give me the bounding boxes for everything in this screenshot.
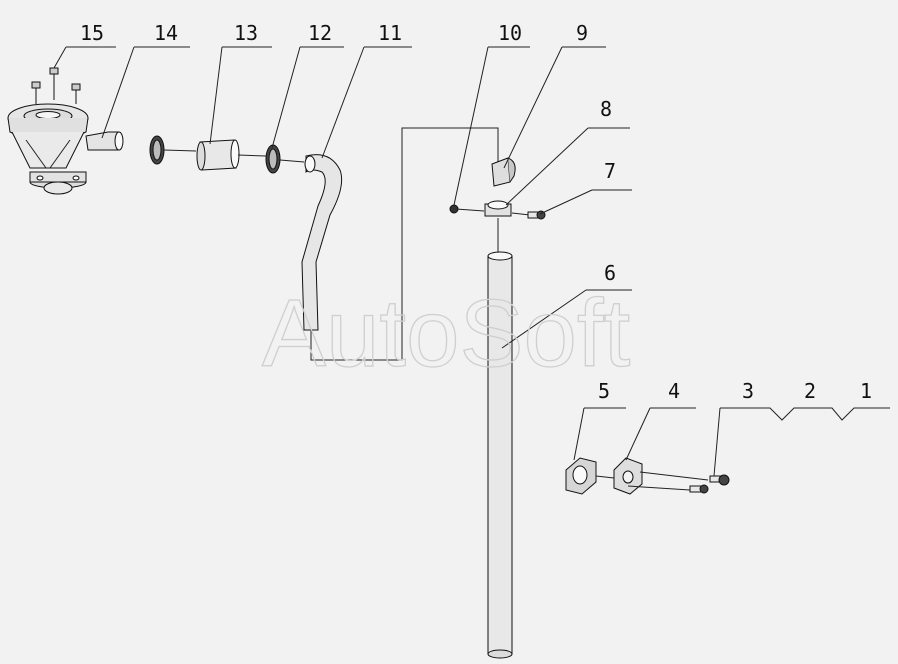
leader-lines bbox=[53, 46, 890, 477]
callout-labels: 15 14 13 12 11 10 9 8 7 6 5 4 3 2 1 bbox=[80, 21, 872, 403]
bracket-part bbox=[491, 157, 516, 187]
bolt-parts bbox=[31, 67, 81, 104]
hose-clamp-right bbox=[265, 144, 281, 174]
flange-bolts bbox=[689, 474, 730, 494]
housing-assembly bbox=[7, 103, 124, 195]
bent-hose bbox=[301, 154, 343, 331]
nut-part bbox=[449, 204, 459, 214]
callout-11: 11 bbox=[378, 21, 402, 45]
callout-4: 4 bbox=[668, 379, 680, 403]
pipe-clamp bbox=[484, 200, 512, 217]
sleeve-part bbox=[196, 139, 240, 171]
callout-3: 3 bbox=[742, 379, 754, 403]
callout-12: 12 bbox=[308, 21, 332, 45]
hose-clamp-left bbox=[149, 135, 165, 165]
callout-13: 13 bbox=[234, 21, 258, 45]
callout-1: 1 bbox=[860, 379, 872, 403]
callout-14: 14 bbox=[154, 21, 178, 45]
callout-9: 9 bbox=[576, 21, 588, 45]
callout-2: 2 bbox=[804, 379, 816, 403]
callout-8: 8 bbox=[600, 97, 612, 121]
callout-15: 15 bbox=[80, 21, 104, 45]
callout-6: 6 bbox=[604, 261, 616, 285]
clamp-bolt bbox=[527, 210, 546, 220]
long-pipe bbox=[487, 251, 513, 659]
flange-gasket bbox=[565, 457, 597, 495]
watermark-logo: AutoSoft bbox=[262, 280, 630, 387]
callout-5: 5 bbox=[598, 379, 610, 403]
callout-10: 10 bbox=[498, 21, 522, 45]
flange-block bbox=[613, 457, 643, 495]
callout-7: 7 bbox=[604, 159, 616, 183]
